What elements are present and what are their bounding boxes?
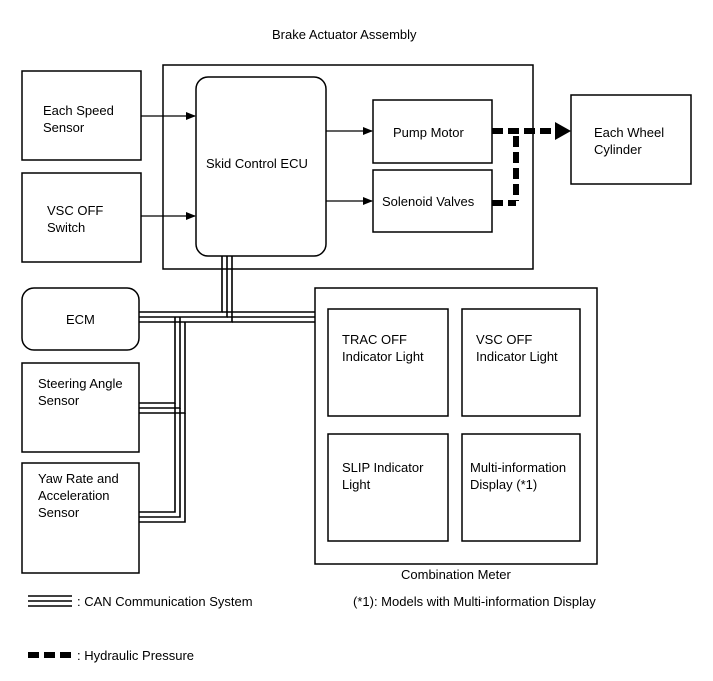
trac-off-label: TRAC OFF Indicator Light bbox=[342, 332, 424, 364]
yaw-sensor-box bbox=[21, 462, 140, 574]
solenoid-valves-label: Solenoid Valves bbox=[382, 194, 475, 209]
speed-sensor-label: Each Speed Sensor bbox=[43, 103, 114, 135]
vsc-off-switch-box bbox=[21, 172, 142, 263]
slip-light-box bbox=[327, 433, 449, 542]
can-legend-symbol bbox=[28, 595, 72, 607]
vsc-off-light-box bbox=[461, 308, 581, 417]
vsc-off-switch-label: VSC OFF Switch bbox=[47, 203, 104, 235]
combination-meter-box bbox=[314, 287, 598, 565]
ecm-label: ECM bbox=[66, 312, 95, 327]
footnote-text: (*1): Models with Multi-information Disp… bbox=[353, 594, 596, 609]
vsc-off-light-label: VSC OFF Indicator Light bbox=[476, 332, 558, 364]
pump-motor-label: Pump Motor bbox=[393, 125, 464, 140]
mid-box bbox=[461, 433, 581, 542]
can-bus bbox=[139, 256, 315, 523]
mid-label: Multi-information Display (*1) bbox=[470, 460, 567, 492]
hydraulic-pressure-line bbox=[492, 128, 556, 206]
hydraulic-arrowhead bbox=[555, 122, 571, 140]
ecm-box bbox=[21, 287, 140, 351]
skid-control-ecu-box bbox=[195, 76, 327, 257]
wheel-cylinder-label: Each Wheel Cylinder bbox=[594, 125, 665, 157]
slip-light-label: SLIP Indicator Light bbox=[342, 460, 424, 492]
assembly-title: Brake Actuator Assembly bbox=[272, 27, 417, 42]
combination-meter-label: Combination Meter bbox=[401, 567, 511, 582]
can-legend-text: : CAN Communication System bbox=[77, 594, 253, 609]
wheel-cylinder-box bbox=[570, 94, 692, 185]
brake-actuator-assembly-box bbox=[162, 64, 534, 270]
trac-off-light-box bbox=[327, 308, 449, 417]
yaw-sensor-label: Yaw Rate and Acceleration Sensor bbox=[38, 471, 119, 520]
hydraulic-legend-text: : Hydraulic Pressure bbox=[77, 648, 195, 663]
skid-ecu-label: Skid Control ECU bbox=[206, 156, 308, 171]
steering-sensor-label: Steering Angle Sensor bbox=[38, 376, 123, 408]
